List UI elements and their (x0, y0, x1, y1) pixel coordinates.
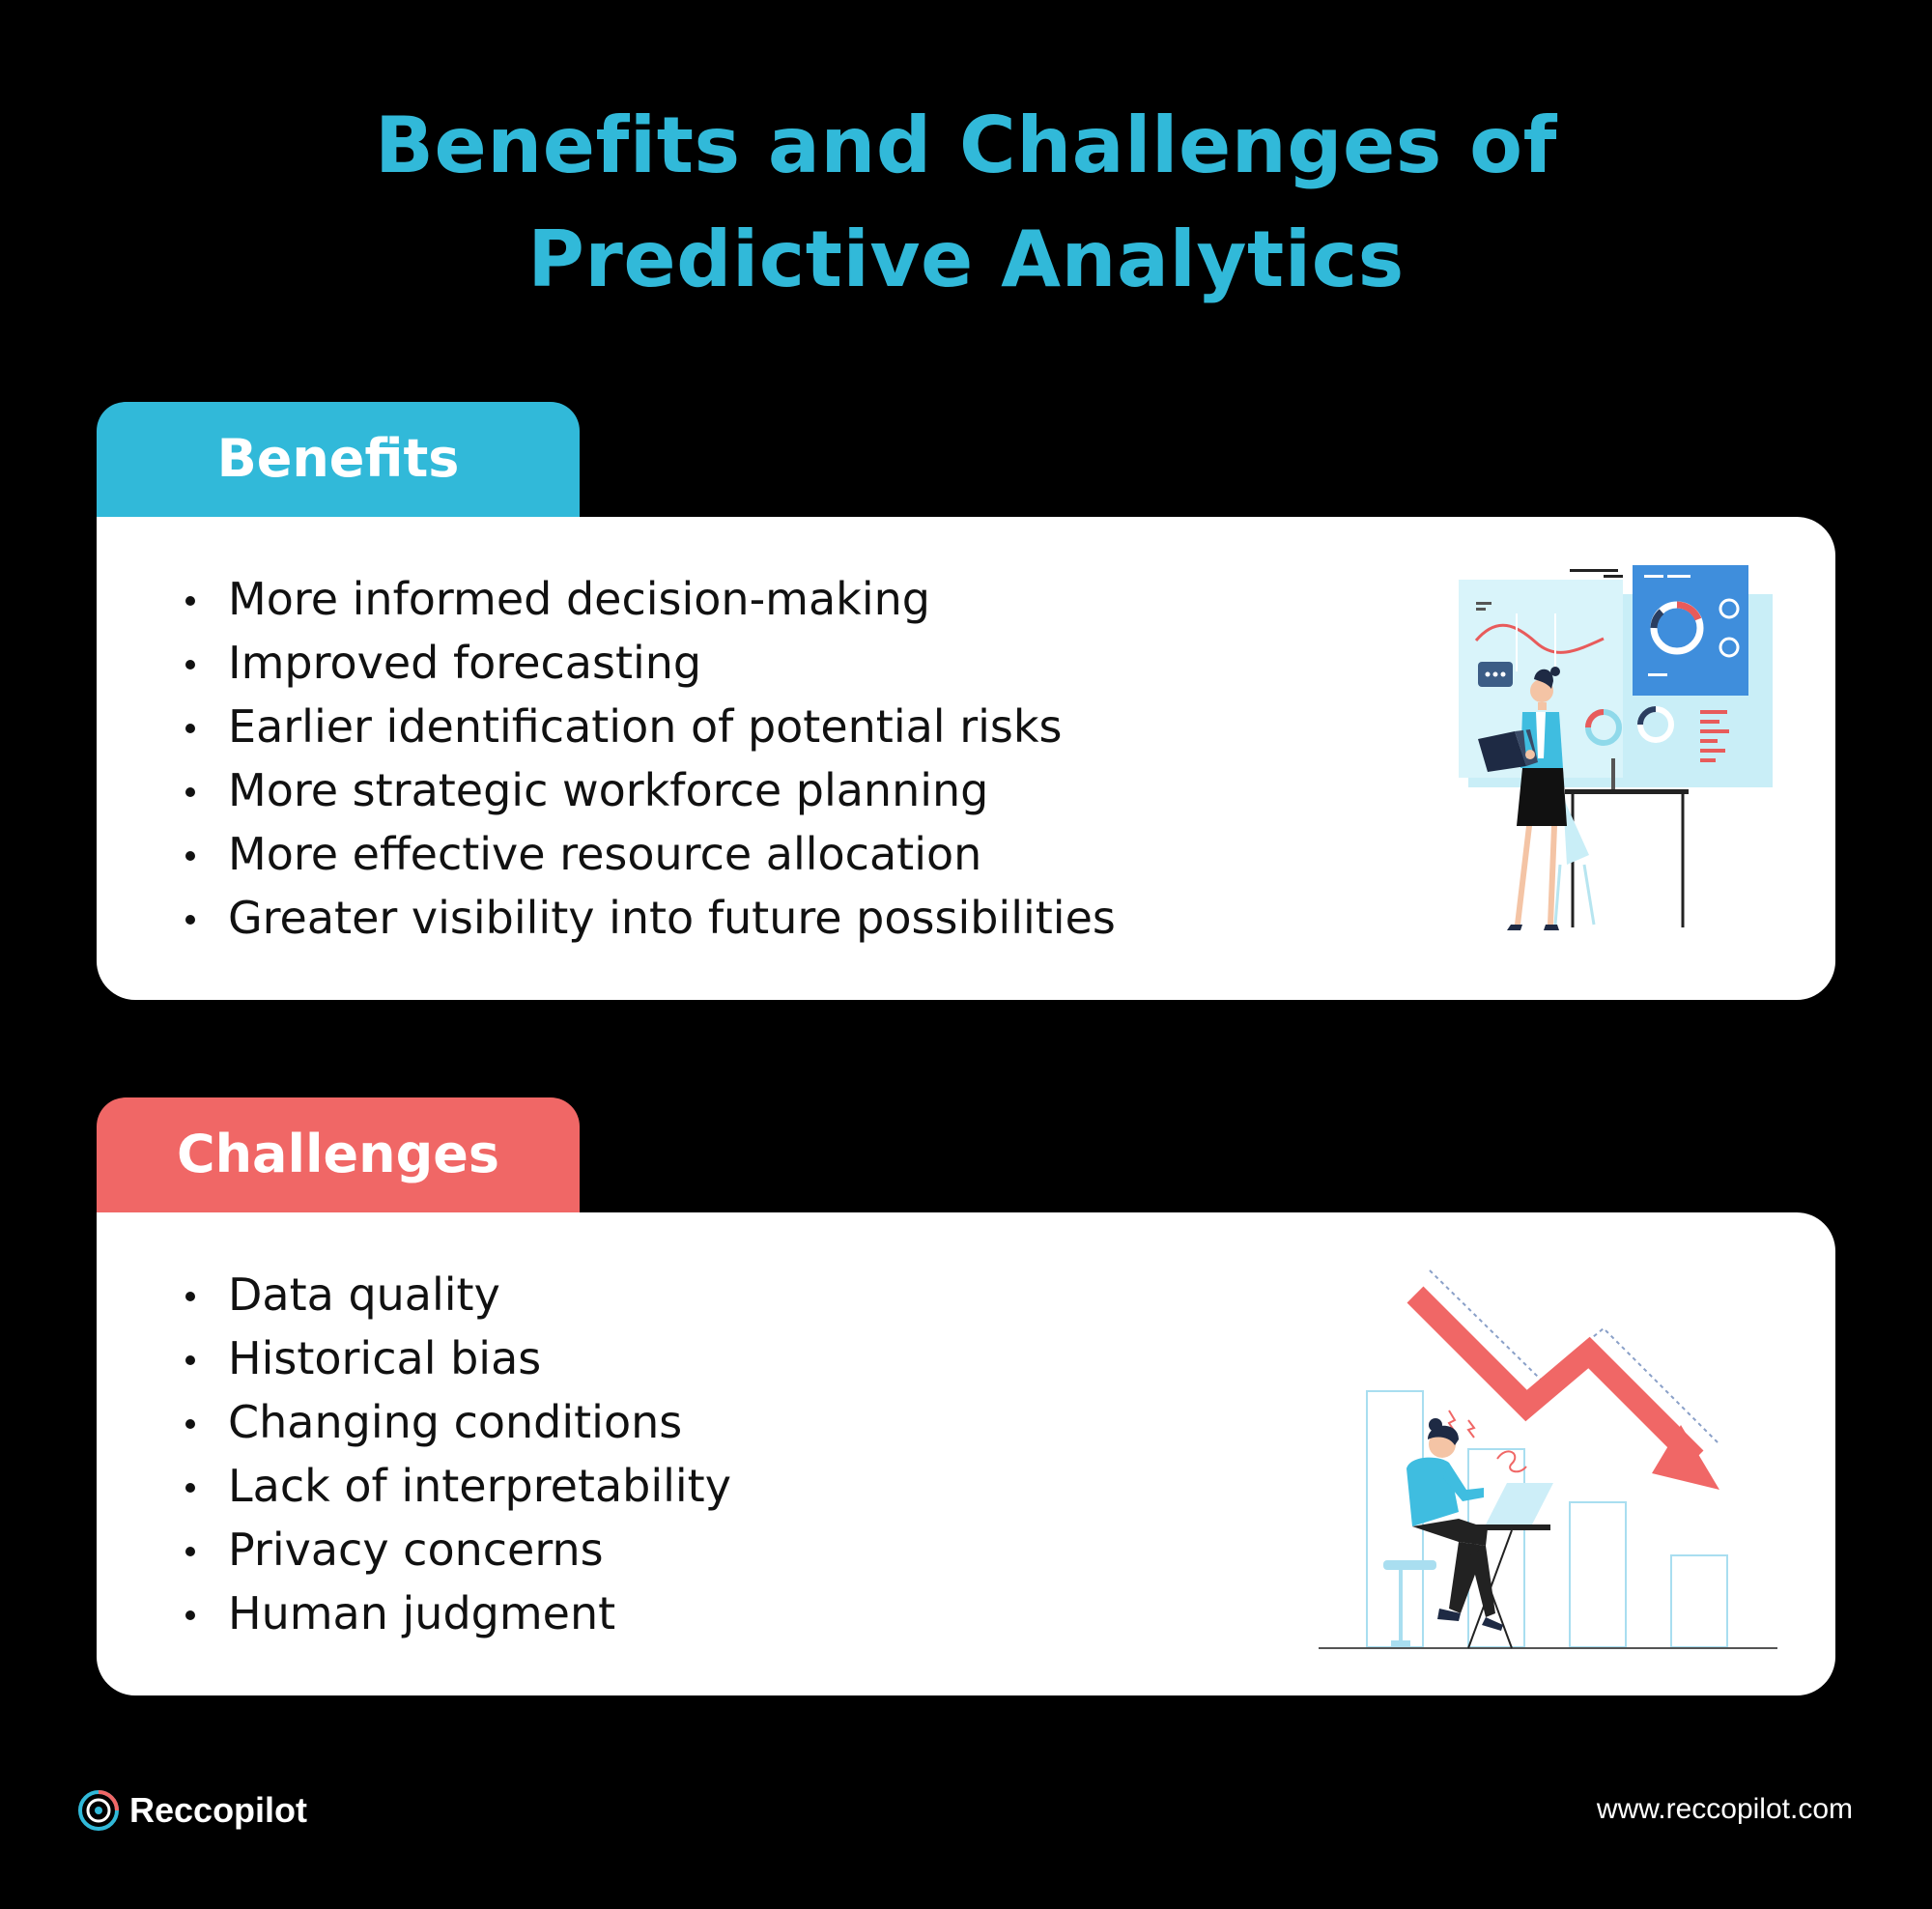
challenge-item: Data quality (184, 1263, 731, 1326)
benefits-tab: Benefits (97, 402, 580, 518)
footer-url[interactable]: www.reccopilot.com (1596, 1793, 1853, 1825)
challenge-item: Human judgment (184, 1581, 731, 1645)
challenge-item: Historical bias (184, 1326, 731, 1390)
challenge-item: Privacy concerns (184, 1518, 731, 1581)
benefit-item: More informed decision-making (184, 567, 1116, 631)
reccopilot-logo-icon (78, 1790, 119, 1831)
challenge-item: Lack of interpretability (184, 1454, 731, 1518)
benefit-item: Improved forecasting (184, 631, 1116, 695)
title-line-2: Predictive Analytics (527, 214, 1405, 304)
page-title: Benefits and Challenges of Predictive An… (0, 89, 1932, 317)
benefit-item: More effective resource allocation (184, 822, 1116, 886)
challenges-list: Data quality Historical bias Changing co… (184, 1263, 731, 1645)
footer-brand: Reccopilot (129, 1790, 308, 1830)
challenges-heading: Challenges (176, 1123, 500, 1184)
benefit-item: Earlier identification of potential risk… (184, 695, 1116, 758)
benefit-item: Greater visibility into future possibili… (184, 886, 1116, 950)
benefits-list: More informed decision-making Improved f… (184, 567, 1116, 950)
benefits-heading: Benefits (216, 427, 460, 489)
footer-logo[interactable]: Reccopilot (77, 1789, 307, 1832)
challenges-tab: Challenges (97, 1097, 580, 1213)
title-line-1: Benefits and Challenges of (375, 100, 1557, 190)
challenges-panel: Data quality Historical bias Changing co… (97, 1212, 1835, 1695)
benefits-panel: More informed decision-making Improved f… (97, 517, 1835, 1000)
benefit-item: More strategic workforce planning (184, 758, 1116, 822)
challenge-item: Changing conditions (184, 1390, 731, 1454)
stressed-person-falling-chart-illustration (1319, 1269, 1777, 1649)
woman-with-laptop-dashboard-illustration (1459, 565, 1773, 930)
